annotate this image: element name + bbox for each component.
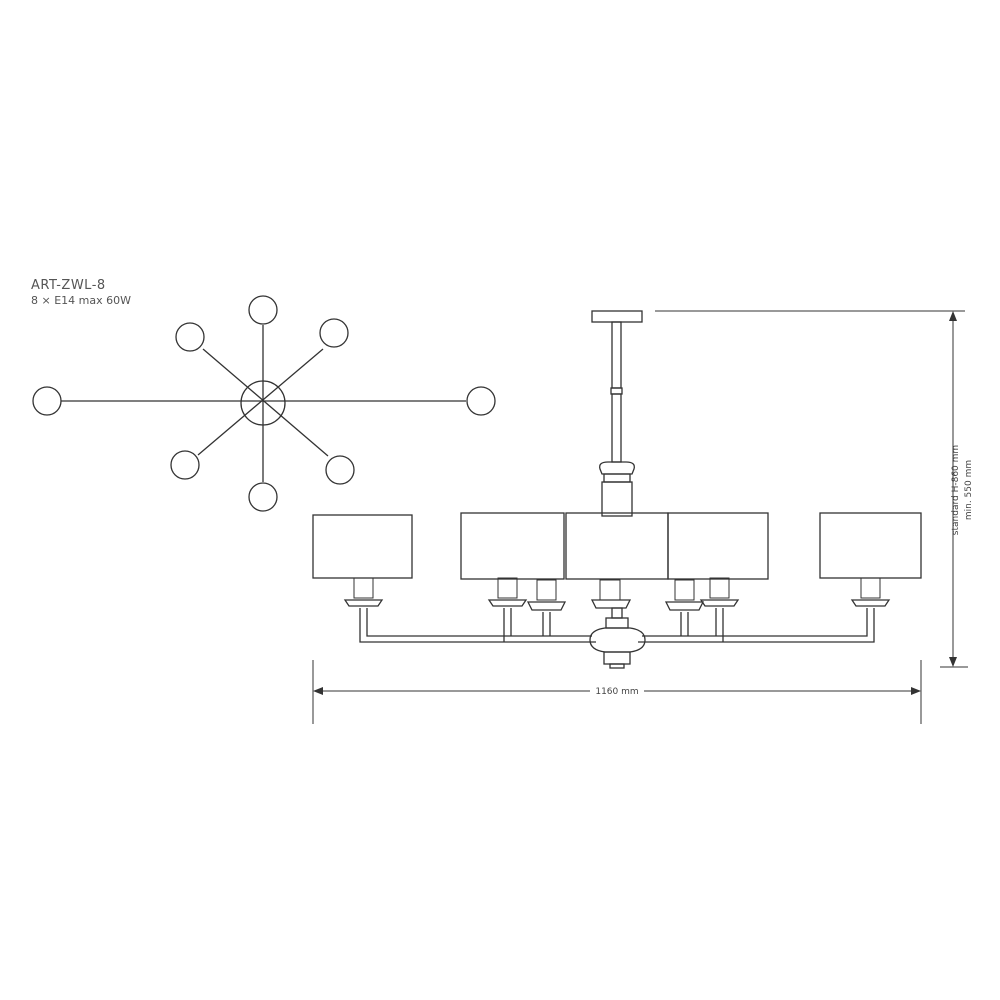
height-standard-label: standard H-860 mm — [951, 445, 961, 535]
lamp-shade — [819, 512, 922, 579]
top-view-shade — [175, 322, 205, 352]
candle-holder-2 — [487, 577, 528, 607]
central-hub — [589, 627, 646, 653]
hub-finial — [603, 651, 631, 665]
suspension-rod — [611, 321, 622, 389]
rod-joint — [610, 387, 623, 395]
top-view-shade — [170, 450, 200, 480]
lamp-shade — [460, 512, 565, 580]
suspension-rod — [611, 393, 622, 463]
top-view-shade — [466, 386, 496, 416]
top-view-diagonal-arm — [202, 348, 329, 457]
width-dimension — [312, 660, 922, 724]
top-view-diagonal-arm — [197, 348, 324, 456]
candle-holder-5 — [664, 579, 705, 611]
candle-holder-7 — [850, 577, 891, 607]
central-body — [601, 481, 633, 517]
width-label: 1160 mm — [595, 687, 638, 697]
side-view — [312, 310, 922, 669]
top-view-shade — [32, 386, 62, 416]
lamp-shade — [312, 514, 413, 579]
candle-holder-3 — [526, 579, 567, 611]
candle-holder-6 — [699, 577, 740, 607]
upper-collar — [599, 461, 635, 475]
height-dimension — [655, 310, 968, 668]
right-arm — [638, 608, 875, 643]
top-view-hub — [240, 380, 286, 426]
top-view — [32, 295, 496, 512]
ceiling-canopy — [591, 310, 643, 323]
bulb-spec: 8 × E14 max 60W — [31, 294, 131, 307]
top-view-shade — [248, 295, 278, 325]
top-view-shade — [319, 318, 349, 348]
height-min-label: min. 550 mm — [964, 460, 974, 520]
candle-holder-1 — [343, 577, 384, 607]
top-view-shade — [325, 455, 355, 485]
top-view-shade — [248, 482, 278, 512]
lamp-shade — [565, 512, 669, 580]
lamp-shade — [667, 512, 769, 580]
collar-ring — [603, 473, 631, 483]
candle-holder-4 — [590, 579, 632, 609]
model-code: ART-ZWL-8 — [31, 278, 106, 293]
left-arm — [359, 608, 596, 643]
